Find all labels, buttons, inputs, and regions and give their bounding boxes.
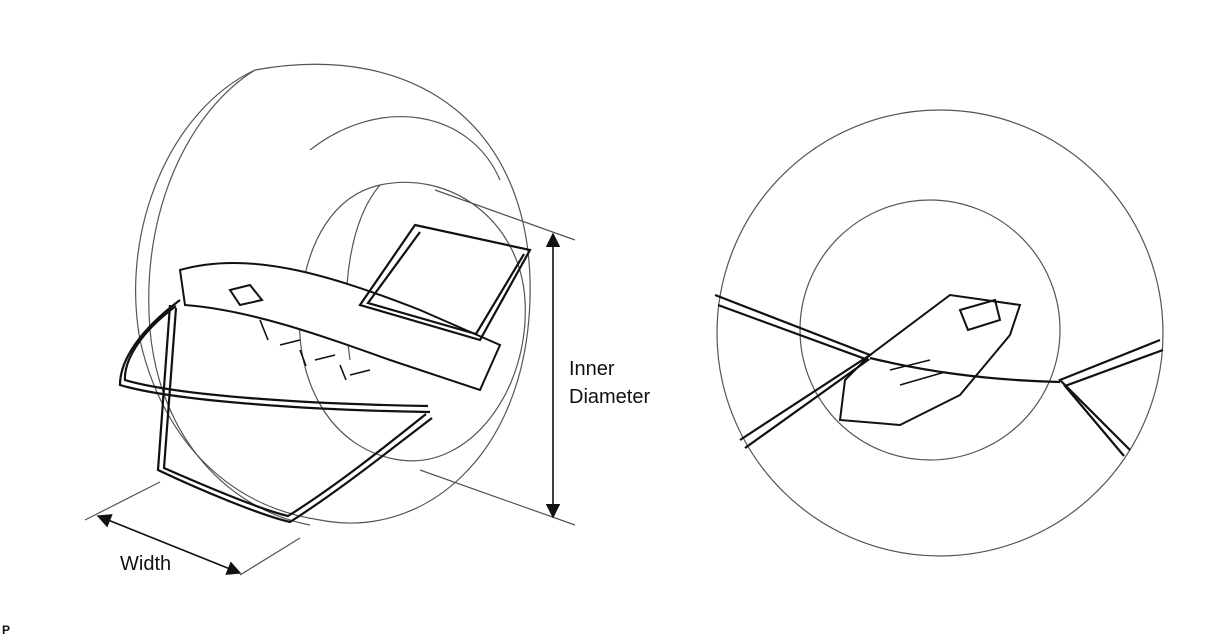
- inner-diameter-label-line1: Inner: [569, 358, 615, 380]
- width-label: Width: [120, 553, 172, 575]
- wire-straps-right: [714, 293, 1164, 457]
- wire-frame-left: [118, 223, 532, 524]
- inner-diameter-label-line2: Diameter: [569, 386, 651, 408]
- right-tire-front-view: [716, 109, 1164, 557]
- inner-diameter-label: Inner Diameter: [569, 355, 650, 411]
- scissor-jack-right: [838, 293, 1022, 427]
- width-arrow: [96, 514, 242, 575]
- left-tire-perspective: [84, 63, 576, 576]
- corner-mark: P: [2, 623, 11, 637]
- scissor-jack-left: [178, 261, 502, 392]
